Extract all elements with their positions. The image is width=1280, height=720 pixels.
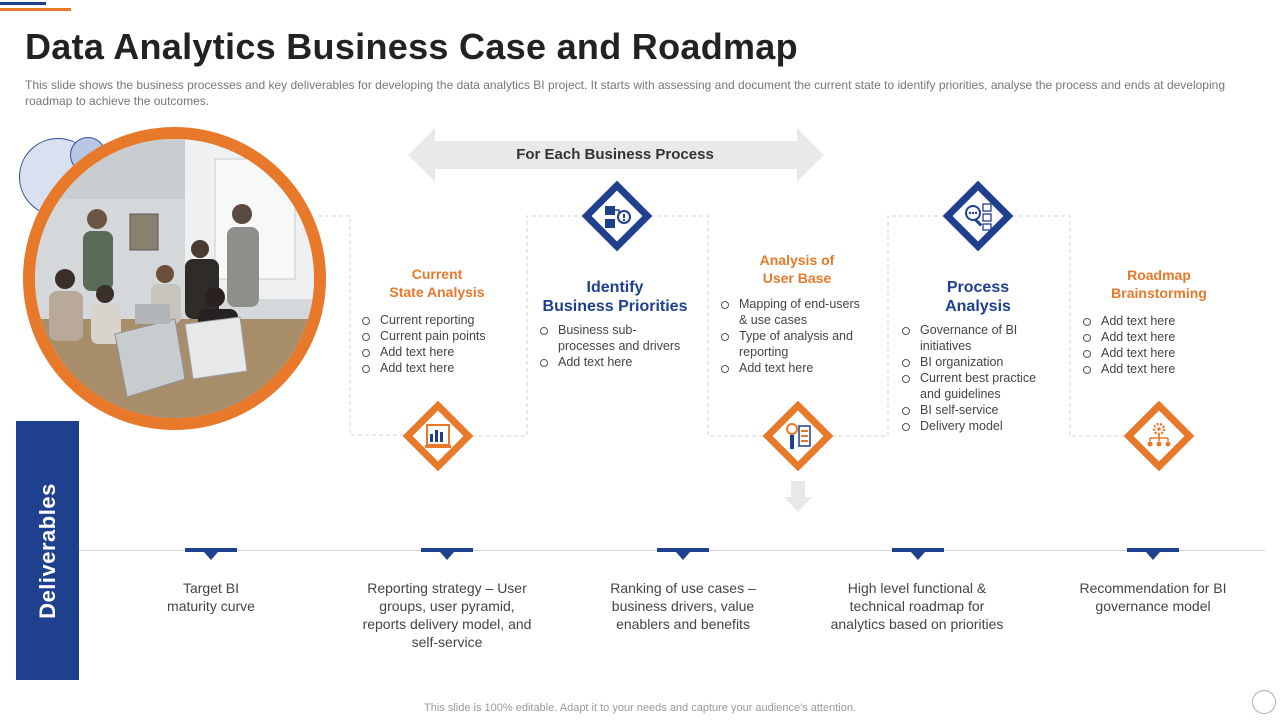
bullet-continuation: & use cases	[719, 312, 884, 328]
user-analysis-icon	[786, 423, 811, 449]
deliverable-item: Reporting strategy – User groups, user p…	[337, 579, 557, 651]
step-title-current-state: Current State Analysis	[357, 265, 517, 301]
bullet-item: Add text here	[1081, 361, 1241, 377]
timeline-marker	[657, 548, 709, 560]
bullet-item: Add text here	[360, 344, 525, 360]
deliverable-line: Reporting strategy – User	[367, 580, 527, 596]
deliverables-bar	[16, 421, 79, 680]
timeline-marker	[185, 548, 237, 560]
deliverables-label-wrap: Deliverables	[16, 421, 79, 680]
bullet-item: Add text here	[1081, 329, 1241, 345]
slide-subtitle: This slide shows the business processes …	[25, 78, 1225, 108]
bullet-item: Business sub-	[538, 322, 698, 338]
bullet-continuation-text: and guidelines	[920, 387, 1001, 401]
deliverable-line: enablers and benefits	[616, 616, 750, 632]
deliverable-line: Recommendation for BI	[1079, 580, 1227, 596]
bullet-item: Type of analysis and	[719, 328, 884, 344]
step-title-line: User Base	[762, 270, 832, 286]
deliverable-line: self-service	[411, 634, 483, 650]
timeline-marker	[421, 548, 473, 560]
step-title-line: Analysis of	[759, 252, 835, 268]
bullet-continuation: processes and drivers	[538, 338, 698, 354]
double-arrow-banner	[408, 128, 824, 182]
deliverable-item: Target BI maturity curve	[121, 579, 301, 615]
step-title-line: Brainstorming	[1111, 285, 1207, 301]
process-flow-icon	[605, 206, 631, 228]
deliverable-line: analytics based on priorities	[830, 616, 1004, 632]
bullet-continuation-text: processes and drivers	[558, 339, 681, 353]
bullet-continuation-text: initiatives	[920, 339, 972, 353]
deliverable-line: technical roadmap for	[849, 598, 985, 614]
deliverable-line: groups, user pyramid,	[379, 598, 515, 614]
deliverable-line: reports delivery model, and	[362, 616, 532, 632]
down-arrow-icon	[784, 481, 812, 512]
bullet-continuation: and guidelines	[900, 386, 1065, 402]
deliverable-line: High level functional &	[847, 580, 987, 596]
bullet-item: BI organization	[900, 354, 1065, 370]
bullet-item: Add text here	[1081, 313, 1241, 329]
step-bullets-business-priorities: Business sub- processes and drivers Add …	[538, 322, 698, 370]
deliverables-label: Deliverables	[34, 482, 60, 619]
deliverable-item: Ranking of use cases – business drivers,…	[573, 579, 793, 633]
deliverable-line: business drivers, value	[611, 598, 755, 614]
step-title-line: Identify	[586, 279, 644, 296]
network-gear-icon	[1147, 422, 1171, 447]
deliverable-line: governance model	[1095, 598, 1211, 614]
step-bullets-process-analysis: Governance of BI initiatives BI organiza…	[900, 322, 1065, 434]
step-title-user-base: Analysis of User Base	[717, 251, 877, 287]
step-title-line: Current	[411, 266, 463, 282]
step-bullets-roadmap-brainstorming: Add text here Add text here Add text her…	[1081, 313, 1241, 377]
step-title-line: State Analysis	[389, 284, 485, 300]
bullet-item: Delivery model	[900, 418, 1065, 434]
slide-title: Data Analytics Business Case and Roadmap	[25, 26, 798, 67]
step-bullets-user-base: Mapping of end-users & use cases Type of…	[719, 296, 884, 376]
bullet-item: Add text here	[719, 360, 884, 376]
accent-bar-orange	[0, 8, 71, 11]
accent-bar-blue	[0, 2, 46, 5]
step-title-line: Business Priorities	[542, 298, 688, 315]
timeline-marker	[892, 548, 944, 560]
bullet-item: Add text here	[538, 354, 698, 370]
deliverable-item: Recommendation for BI governance model	[1043, 579, 1263, 615]
step-bullets-current-state: Current reporting Current pain points Ad…	[360, 312, 525, 376]
bullet-item: Add text here	[1081, 345, 1241, 361]
step-title-line: Process	[946, 279, 1010, 296]
step-title-business-priorities: Identify Business Priorities	[535, 278, 695, 316]
search-documents-icon	[965, 203, 992, 231]
bullet-continuation: initiatives	[900, 338, 1065, 354]
bullet-continuation: reporting	[719, 344, 884, 360]
bullet-item: BI self-service	[900, 402, 1065, 418]
process-banner-label: For Each Business Process	[516, 146, 714, 163]
bullet-continuation-text: reporting	[739, 345, 789, 359]
deliverable-line: maturity curve	[167, 598, 255, 614]
slide-footer: This slide is 100% editable. Adapt it to…	[424, 702, 856, 714]
corner-circle-icon	[1252, 690, 1276, 714]
bullet-item: Current reporting	[360, 312, 525, 328]
bullet-item: Current pain points	[360, 328, 525, 344]
timeline-marker	[1127, 548, 1179, 560]
report-chart-icon	[425, 424, 451, 448]
step-title-roadmap-brainstorming: Roadmap Brainstorming	[1079, 266, 1239, 302]
step-title-line: Analysis	[945, 298, 1011, 315]
deliverable-line: Ranking of use cases –	[610, 580, 756, 596]
step-title-process-analysis: Process Analysis	[898, 278, 1058, 316]
bullet-continuation-text: & use cases	[739, 313, 808, 327]
bullet-item: Governance of BI	[900, 322, 1065, 338]
bullet-item: Add text here	[360, 360, 525, 376]
step-title-line: Roadmap	[1127, 267, 1191, 283]
deliverable-item: High level functional & technical roadma…	[807, 579, 1027, 633]
bullet-item: Mapping of end-users	[719, 296, 884, 312]
bullet-item: Current best practice	[900, 370, 1065, 386]
deliverable-line: Target BI	[182, 580, 240, 596]
